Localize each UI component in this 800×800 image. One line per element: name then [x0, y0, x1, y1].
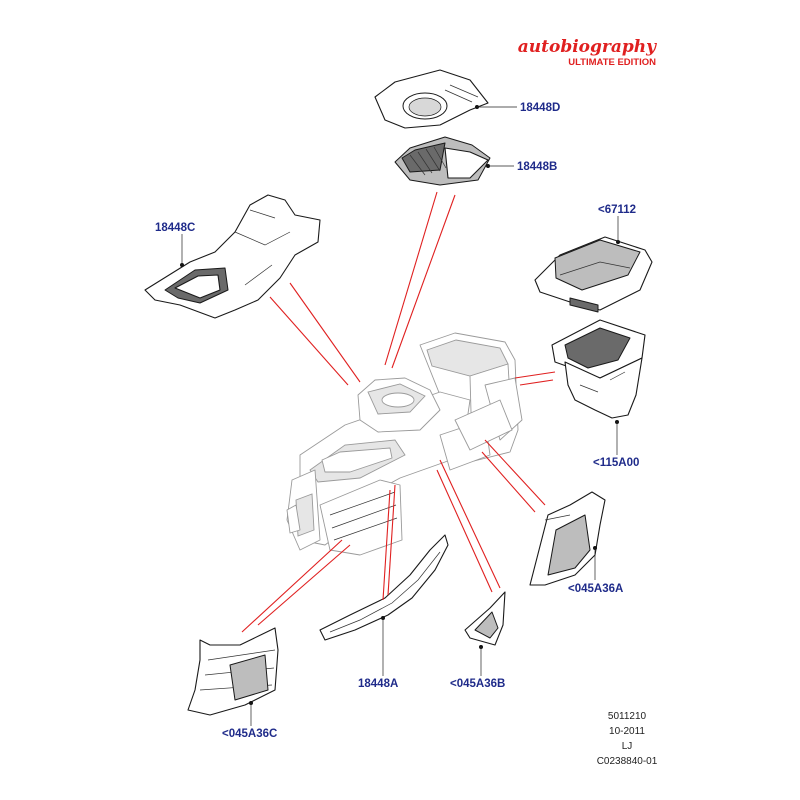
callout-045A36C[interactable]: <045A36C: [222, 728, 277, 740]
explosion-lines: [241, 191, 556, 633]
part-67112[interactable]: [534, 236, 653, 313]
diagram-frame: autobiography ULTIMATE EDITION: [22, 22, 778, 778]
part-18448D[interactable]: [374, 69, 489, 129]
callout-18448D[interactable]: 18448D: [520, 102, 560, 114]
callout-18448C[interactable]: 18448C: [155, 222, 195, 234]
callout-045A36B[interactable]: <045A36B: [450, 678, 505, 690]
part-045A36B[interactable]: [464, 591, 506, 649]
reference-block: 5011210 10-2011 LJ C0238840-01: [597, 711, 658, 767]
brand-script-text: autobiography: [518, 37, 657, 57]
callout-115A00[interactable]: <115A00: [593, 457, 639, 469]
part-045A36C[interactable]: [187, 627, 279, 716]
leader-lines: [181, 106, 619, 726]
callout-18448A[interactable]: 18448A: [358, 678, 398, 690]
part-18448B[interactable]: [394, 136, 491, 186]
parts-diagram: autobiography ULTIMATE EDITION: [144, 37, 658, 767]
callout-18448B[interactable]: 18448B: [517, 161, 557, 173]
brand-logo: autobiography ULTIMATE EDITION: [518, 37, 657, 68]
part-18448A[interactable]: [319, 534, 449, 641]
part-18448C[interactable]: [144, 194, 321, 319]
reference-code-1: 5011210: [608, 711, 647, 722]
callout-67112[interactable]: <67112: [598, 204, 636, 216]
center-console-assembly: [286, 332, 523, 556]
callout-045A36A[interactable]: <045A36A: [568, 583, 623, 595]
part-115A00[interactable]: [551, 319, 646, 424]
part-045A36A[interactable]: [529, 491, 606, 586]
callout-labels: 18448D 18448B 18448C <67112 <115A00 <045…: [155, 102, 639, 740]
reference-illustration-id: C0238840-01: [597, 756, 658, 767]
reference-date: 10-2011: [609, 726, 645, 737]
reference-model: LJ: [622, 741, 633, 752]
brand-subtitle: ULTIMATE EDITION: [568, 57, 656, 68]
